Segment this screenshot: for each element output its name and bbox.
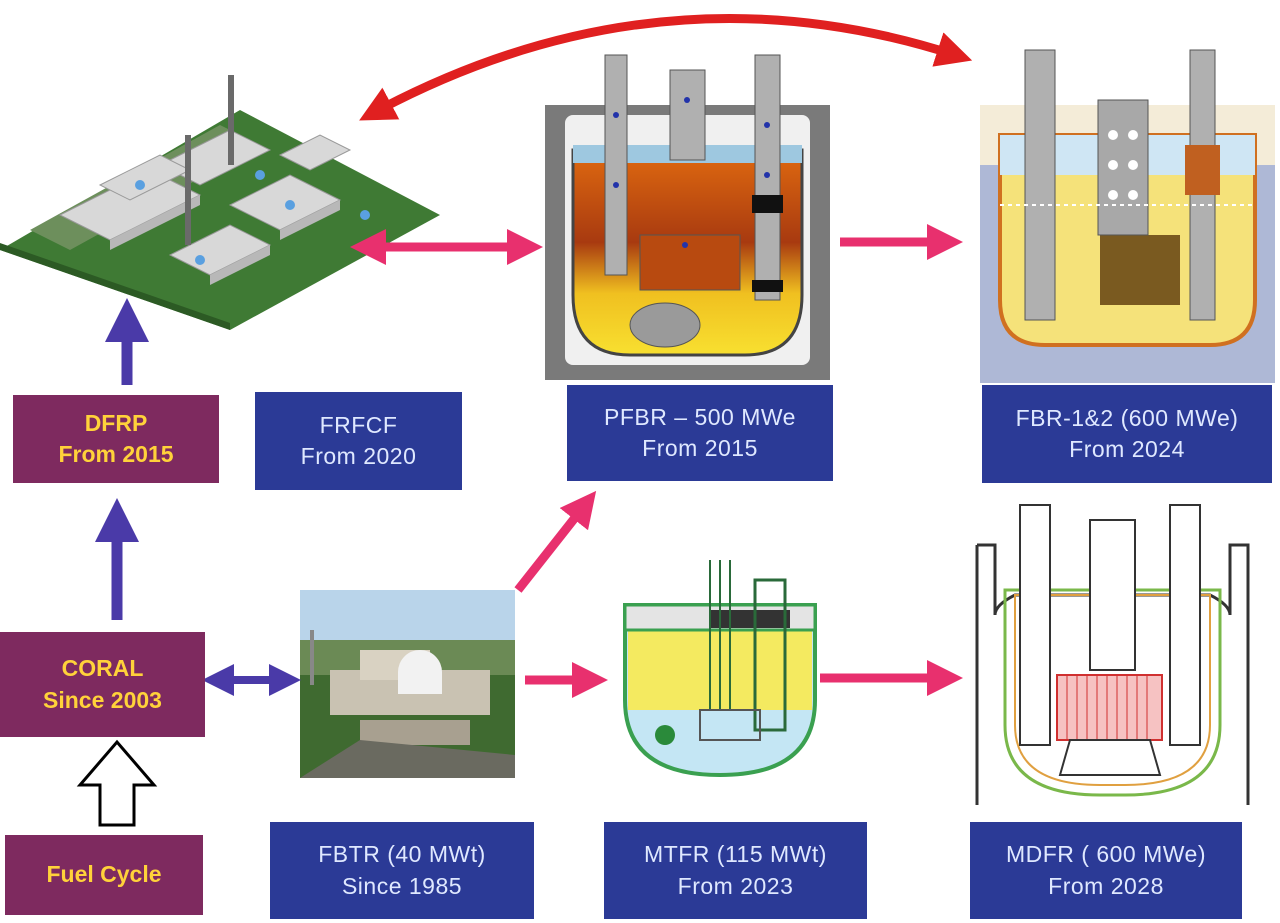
mtfr-box: MTFR (115 MWt) From 2023 bbox=[604, 822, 867, 919]
frfcf-box: FRFCF From 2020 bbox=[255, 392, 462, 490]
arrow-fbtr-pfbr bbox=[514, 490, 597, 593]
coral-box: CORAL Since 2003 bbox=[0, 632, 205, 737]
arrow-dfrp-fbr12-curved bbox=[359, 14, 973, 121]
frfcf-name: FRFCF bbox=[319, 411, 398, 438]
arrow-fuelcycle-coral bbox=[76, 739, 158, 827]
mtfr-name: MTFR (115 MWt) bbox=[644, 841, 827, 868]
pfbr-name: PFBR – 500 MWe bbox=[604, 403, 796, 430]
fbr12-date: From 2024 bbox=[1069, 436, 1185, 462]
mtfr-date: From 2023 bbox=[677, 872, 794, 899]
fuel-cycle-box: Fuel Cycle bbox=[5, 835, 203, 915]
fbr12-box: FBR-1&2 (600 MWe) From 2024 bbox=[982, 385, 1272, 483]
fbtr-site-photo bbox=[300, 590, 515, 778]
coral-date: Since 2003 bbox=[43, 686, 162, 713]
fbr12-name: FBR-1&2 (600 MWe) bbox=[1015, 404, 1239, 431]
fuel-cycle-name: Fuel Cycle bbox=[46, 861, 162, 888]
mdfr-box: MDFR ( 600 MWe) From 2028 bbox=[970, 822, 1242, 919]
dfrp-plant-image bbox=[0, 75, 440, 330]
mdfr-reactor-image bbox=[975, 504, 1250, 805]
fbtr-name: FBTR (40 MWt) bbox=[318, 841, 486, 868]
dfrp-name: DFRP bbox=[84, 409, 148, 436]
pfbr-reactor-image bbox=[545, 54, 830, 380]
frfcf-date: From 2020 bbox=[300, 443, 417, 469]
coral-name: CORAL bbox=[61, 655, 144, 682]
dfrp-date: From 2015 bbox=[58, 441, 174, 467]
fbr12-reactor-image bbox=[980, 49, 1275, 383]
dfrp-box: DFRP From 2015 bbox=[13, 395, 219, 483]
mtfr-reactor-image bbox=[623, 560, 817, 778]
mdfr-date: From 2028 bbox=[1048, 872, 1164, 899]
pfbr-box: PFBR – 500 MWe From 2015 bbox=[567, 385, 833, 481]
fbtr-box: FBTR (40 MWt) Since 1985 bbox=[270, 822, 534, 919]
fbtr-date: Since 1985 bbox=[341, 872, 463, 899]
mdfr-name: MDFR ( 600 MWe) bbox=[1005, 841, 1207, 868]
pfbr-date: From 2015 bbox=[642, 435, 758, 461]
